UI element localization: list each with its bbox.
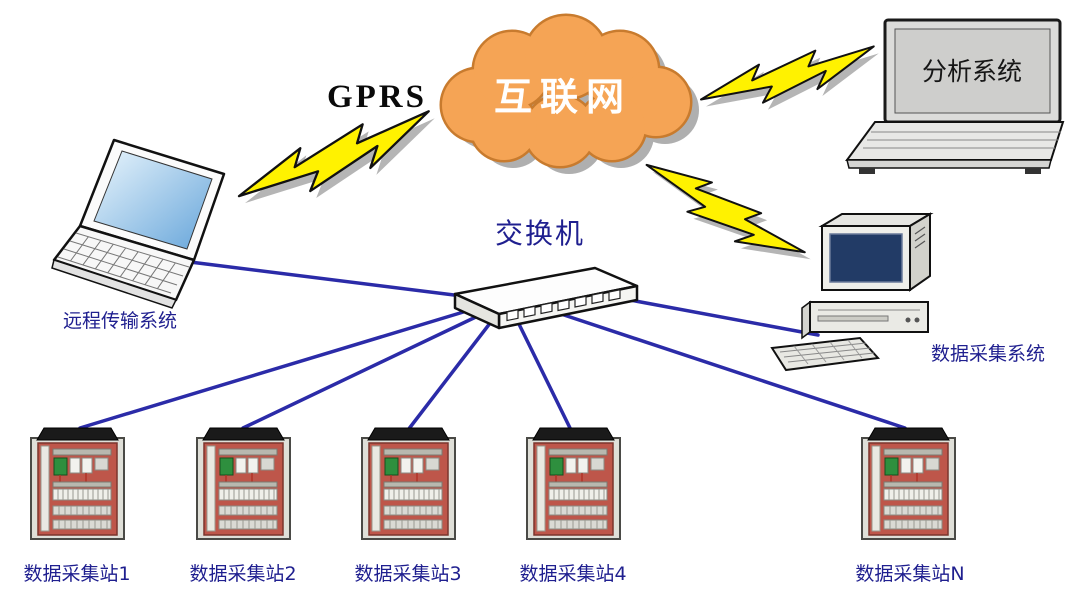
station-3-label: 数据采集站3	[354, 563, 461, 585]
acquisition-bolt-icon	[636, 144, 811, 280]
laptop-front-edge	[51, 259, 178, 309]
remote-system-label: 远程传输系统	[63, 310, 177, 332]
laptop-screen	[93, 150, 213, 250]
crt-screen	[829, 233, 903, 283]
station-4-cabinet-icon	[526, 427, 621, 540]
case-slot	[817, 315, 889, 322]
analysis-foot-left	[859, 168, 875, 174]
analysis-screen	[894, 28, 1051, 114]
switch-left	[453, 292, 501, 330]
crt-side	[909, 212, 931, 292]
analysis-foot-right	[1025, 168, 1041, 174]
acquisition-keyboard	[770, 336, 881, 372]
connection-switch-station-1	[78, 308, 472, 430]
connection-laptop-switch	[188, 260, 472, 299]
station-1-cabinet-icon	[30, 427, 125, 540]
acquisition-computer-icon	[770, 212, 934, 372]
connection-switch-acquisition	[628, 298, 820, 337]
case-side	[801, 300, 811, 340]
analysis-bolt-icon	[695, 37, 882, 117]
analysis-laptop-icon: 分析系统	[845, 18, 1065, 174]
analysis-system-label: 分析系统	[922, 57, 1022, 86]
connection-switch-station-3	[406, 316, 496, 432]
connection-switch-station-4	[514, 316, 572, 430]
gprs-label: GPRS	[327, 79, 427, 115]
analysis-keyboard	[845, 121, 1065, 161]
station-3-cabinet-icon	[361, 427, 456, 540]
acquisition-system-label: 数据采集系统	[931, 343, 1045, 365]
remote-laptop-icon	[51, 138, 226, 309]
internet-label: 互联网	[494, 75, 632, 119]
switch-label: 交换机	[495, 217, 585, 250]
internet-cloud: 互联网	[442, 16, 699, 174]
analysis-front-edge	[846, 159, 1052, 169]
connection-switch-station-n	[553, 310, 907, 430]
station-1-label: 数据采集站1	[23, 563, 130, 585]
switch-ports	[506, 289, 621, 322]
station-2-label: 数据采集站2	[189, 563, 296, 585]
station-4-label: 数据采集站4	[519, 563, 626, 585]
connections	[78, 260, 907, 432]
station-n-cabinet-icon	[861, 427, 956, 540]
station-2-cabinet-icon	[196, 427, 291, 540]
network-switch-icon	[453, 266, 639, 330]
station-n-label: 数据采集站N	[855, 563, 964, 585]
connection-switch-station-2	[241, 313, 482, 430]
